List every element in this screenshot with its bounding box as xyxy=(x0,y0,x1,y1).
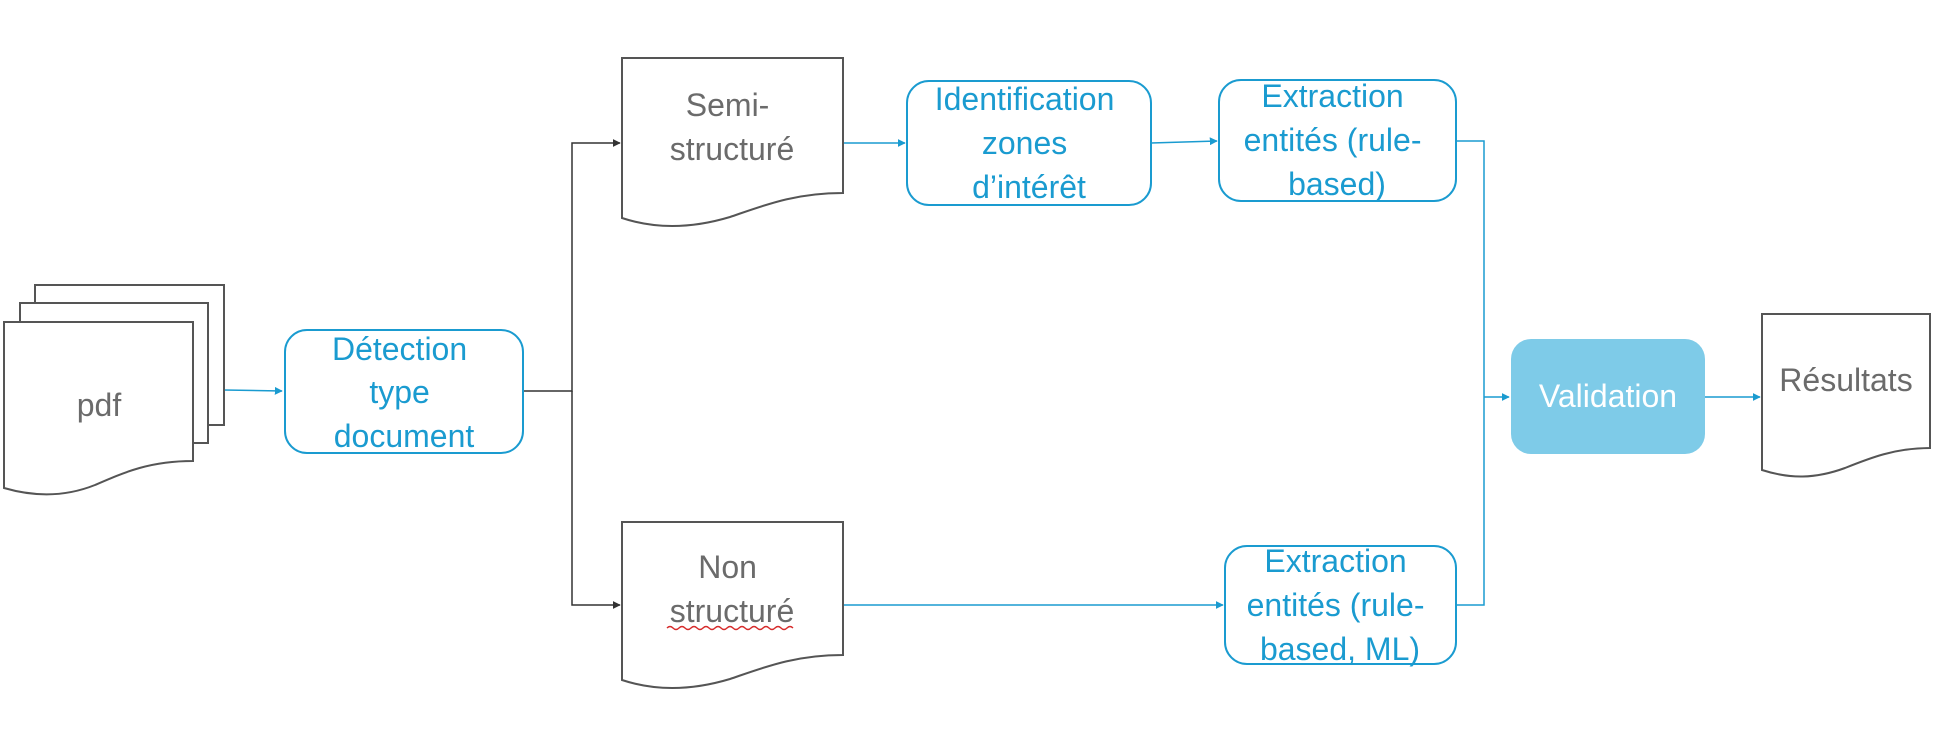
non-structure-label: Non structuré xyxy=(670,549,794,629)
identification-zones-box: Identification zones d’intérêt xyxy=(906,80,1152,206)
resultats-document: Résultats xyxy=(1761,313,1931,478)
detection-label-line-1: Détection xyxy=(332,331,467,367)
resultats-label: Résultats xyxy=(1779,362,1912,398)
extraction-ml-label: Extraction entités (rule- based, ML) xyxy=(1247,543,1434,667)
semi-structure-label-line-1: Semi- xyxy=(686,87,770,123)
pdf-label: pdf xyxy=(77,387,122,423)
detection-type-document-box: Détection type document xyxy=(284,329,524,454)
semi-structure-document: Semi- structuré xyxy=(621,57,844,228)
validation-label: Validation xyxy=(1539,378,1677,414)
connector-extraction-ml-to-merge xyxy=(1456,397,1485,606)
pdf-document-front xyxy=(3,321,194,496)
semi-structure-label-line-2: structuré xyxy=(670,131,794,167)
spellcheck-underline xyxy=(666,625,794,631)
semi-structure-label: Semi- structuré xyxy=(670,87,794,167)
detection-label-line-2: type xyxy=(369,374,429,410)
extraction-rule-based-box: Extraction entités (rule- based) xyxy=(1218,78,1457,202)
extraction-rule-label-line-1: Extraction xyxy=(1261,78,1403,114)
extraction-ml-label-line-1: Extraction xyxy=(1264,543,1406,579)
identification-label-line-3: d’intérêt xyxy=(972,169,1086,205)
identification-label-line-1: Identification xyxy=(935,81,1115,117)
extraction-rule-label-line-2: entités (rule- xyxy=(1244,122,1422,158)
extraction-ml-label-line-2: entités (rule- xyxy=(1247,587,1425,623)
extraction-rule-based-ml-box: Extraction entités (rule- based, ML) xyxy=(1224,543,1457,667)
detection-label: Détection type document xyxy=(332,331,476,454)
non-structure-label-line-2: structuré xyxy=(670,593,794,629)
identification-label-line-2: zones xyxy=(982,125,1067,161)
connector-detection-to-semi xyxy=(523,139,621,392)
connector-detection-to-non xyxy=(571,391,621,609)
validation-box: Validation xyxy=(1511,339,1705,454)
connector-pdf-to-detection xyxy=(223,386,283,395)
identification-label: Identification zones d’intérêt xyxy=(935,81,1124,205)
pdf-document-stack: pdf xyxy=(3,284,225,496)
non-structure-label-line-1: Non xyxy=(698,549,757,585)
connectors xyxy=(223,137,1761,609)
extraction-ml-label-line-3: based, ML) xyxy=(1260,631,1420,667)
non-structure-document: Non structuré xyxy=(621,521,844,690)
connector-extraction-rule-to-merge xyxy=(1456,140,1485,397)
extraction-rule-label: Extraction entités (rule- based) xyxy=(1244,78,1431,202)
extraction-rule-label-line-3: based) xyxy=(1288,166,1386,202)
detection-label-line-3: document xyxy=(334,418,475,454)
connector-identification-to-extraction-rule xyxy=(1150,137,1218,146)
